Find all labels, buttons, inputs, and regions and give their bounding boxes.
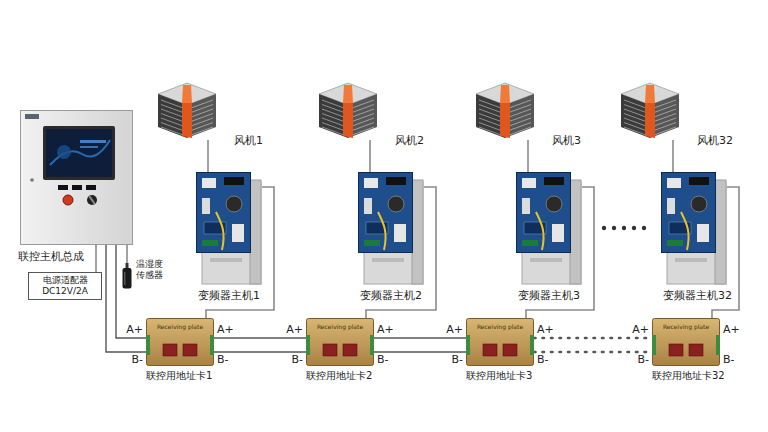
fan-unit: 风机32 <box>615 80 685 140</box>
node-label: 联控用地址卡3 <box>466 370 532 382</box>
node-label: 风机2 <box>395 134 424 147</box>
wire-segment <box>374 337 466 338</box>
node-label: 联控主机总成 <box>18 250 84 263</box>
address-card: 联控用地址卡32Receiving plate <box>652 318 720 366</box>
control-cabinet: 联控主机总成 <box>20 110 133 245</box>
wire-segment <box>672 140 674 172</box>
wire-connector <box>214 338 306 352</box>
node-label: 风机3 <box>552 134 581 147</box>
address-card: 联控用地址卡3Receiving plate <box>466 318 534 366</box>
terminal-label: B- <box>637 354 649 366</box>
wire-connector <box>534 338 652 352</box>
terminal-label: B- <box>217 354 229 366</box>
terminal-label: A+ <box>286 324 303 336</box>
terminal-label: A+ <box>446 324 463 336</box>
humidity-sensor: 温湿度传感器 <box>122 263 132 289</box>
terminal-label: B- <box>537 354 549 366</box>
wire-segment <box>374 351 466 352</box>
node-label: 风机1 <box>234 134 263 147</box>
terminal-label: A+ <box>377 324 394 336</box>
fan-art <box>152 80 222 140</box>
inverter-board: 变频器主机32 <box>661 172 727 285</box>
terminal-label: B- <box>291 354 303 366</box>
node-label: 联控用地址卡32 <box>652 370 725 382</box>
terminal-label: A+ <box>537 324 554 336</box>
terminal-label: A+ <box>126 324 143 336</box>
node-label: 联控用地址卡1 <box>146 370 212 382</box>
fan-art <box>615 80 685 140</box>
node-label: 变频器主机1 <box>198 289 260 302</box>
wire-segment <box>534 337 652 340</box>
wire-connector <box>96 245 97 272</box>
wire-segment <box>207 140 209 172</box>
inverter-board: 变频器主机3 <box>516 172 582 285</box>
wire-segment <box>214 337 306 338</box>
wire-connector <box>528 140 529 172</box>
card-caption: Receiving plate <box>146 323 214 330</box>
sensor-art <box>122 263 132 289</box>
wire-connector <box>127 245 128 263</box>
wire-segment <box>369 140 371 172</box>
fan-unit: 风机3 <box>470 80 540 140</box>
inverter-art <box>358 172 424 285</box>
node-label: 变频器主机2 <box>360 289 422 302</box>
wire-segment <box>95 245 97 272</box>
inverter-board: 变频器主机2 <box>358 172 424 285</box>
terminal-label: B- <box>131 354 143 366</box>
inverter-board: 变频器主机1 <box>196 172 262 285</box>
power-adapter: 电源适配器 DC12V/2A <box>28 272 102 300</box>
wire-connector <box>673 140 674 172</box>
inverter-art <box>196 172 262 285</box>
node-label: 风机32 <box>697 134 733 147</box>
terminal-label: B- <box>377 354 389 366</box>
wire-connector <box>374 338 466 352</box>
wire-segment <box>126 245 128 263</box>
wire-segment <box>116 245 146 338</box>
wire-segment <box>527 140 529 172</box>
terminal-label: A+ <box>217 324 234 336</box>
card-caption: Receiving plate <box>466 323 534 330</box>
fan-art <box>313 80 383 140</box>
inverter-art <box>661 172 727 285</box>
fan-unit: 风机2 <box>313 80 383 140</box>
wire-segment <box>214 351 306 352</box>
fan-unit: 风机1 <box>152 80 222 140</box>
node-label: 变频器主机3 <box>518 289 580 302</box>
wire-segment <box>534 351 652 354</box>
terminal-label: A+ <box>723 324 740 336</box>
address-card: 联控用地址卡2Receiving plate <box>306 318 374 366</box>
node-label: 电源适配器 DC12V/2A <box>31 275 99 297</box>
node-label: 联控用地址卡2 <box>306 370 372 382</box>
address-card: 联控用地址卡1Receiving plate <box>146 318 214 366</box>
wire-connector <box>370 140 371 172</box>
fan-art <box>470 80 540 140</box>
wire-connector <box>208 140 209 172</box>
cabinet-art <box>20 110 133 245</box>
terminal-label: A+ <box>632 324 649 336</box>
card-caption: Receiving plate <box>306 323 374 330</box>
terminal-label: B- <box>723 354 735 366</box>
node-label: 变频器主机32 <box>663 289 732 302</box>
terminal-label: B- <box>451 354 463 366</box>
node-label: 温湿度传感器 <box>136 259 164 281</box>
inverter-art <box>516 172 582 285</box>
card-caption: Receiving plate <box>652 323 720 330</box>
